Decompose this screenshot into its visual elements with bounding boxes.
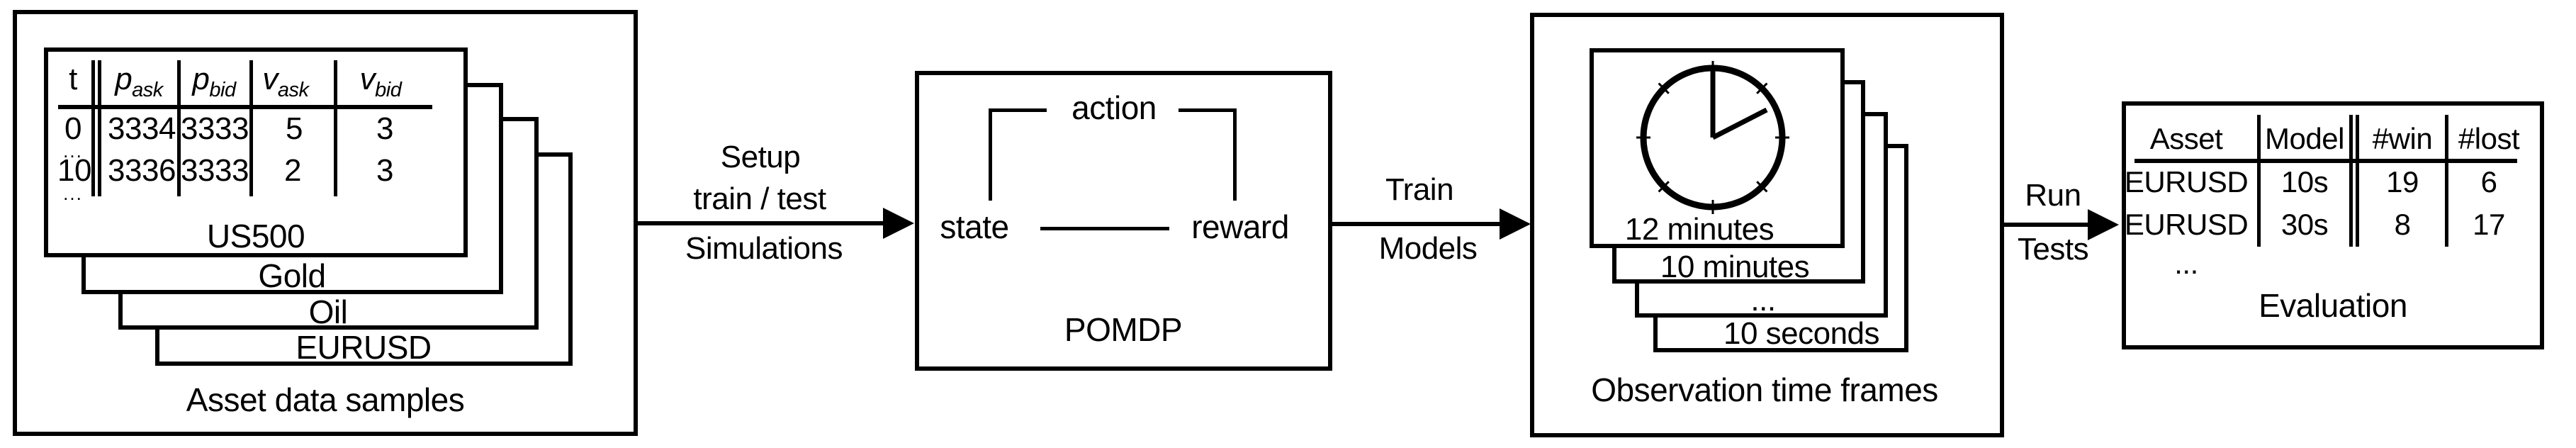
tick-cell: 3 xyxy=(376,111,393,146)
tick-cell: 3334 xyxy=(108,111,176,146)
eval-cell: 6 xyxy=(2480,165,2497,198)
eval-divider-asset xyxy=(2257,115,2261,247)
tick-cell: 2 xyxy=(284,153,301,188)
table-divider-pbid xyxy=(249,60,253,196)
tick-col-pask: pask xyxy=(115,62,163,101)
asset-card-label-oil: Oil xyxy=(308,293,348,330)
asset-box-label: Asset data samples xyxy=(186,381,465,418)
eval-divider-win xyxy=(2445,115,2448,247)
tick-cell: 0 xyxy=(64,111,81,146)
tick-cell: 10 xyxy=(57,153,91,188)
evaluation-box xyxy=(2122,101,2544,349)
arrow2-line xyxy=(1332,222,1501,226)
clock-icon xyxy=(1636,61,1789,214)
arrow2-label-models: Models xyxy=(1378,231,1478,266)
table-divider-pask xyxy=(177,60,181,196)
tick-row-ellipsis: ... xyxy=(63,183,83,204)
timeframe-label-10min: 10 minutes xyxy=(1660,250,1810,284)
asset-card-label-gold: Gold xyxy=(258,257,326,294)
arrow1-label-setup: Setup xyxy=(720,140,801,174)
table-divider-double-a xyxy=(91,60,95,196)
arrow3-label-tests: Tests xyxy=(2017,232,2089,267)
evaluation-box-label: Evaluation xyxy=(2259,287,2407,324)
timeframe-label-ellipsis: ... xyxy=(1750,283,1776,318)
timeframe-label-12min: 12 minutes xyxy=(1624,212,1774,247)
pomdp-bracket-left-h xyxy=(989,108,1047,112)
eval-cell: 8 xyxy=(2394,208,2411,241)
arrow2-head-icon xyxy=(1500,208,1531,240)
tick-cell: 3333 xyxy=(181,111,249,146)
eval-cell: 10s xyxy=(2280,165,2329,198)
tick-cell: 3 xyxy=(376,153,393,188)
table-divider-double-b xyxy=(98,60,101,196)
eval-cell: 17 xyxy=(2473,208,2505,241)
tick-col-pbid: pbid xyxy=(192,62,236,101)
arrow1-line xyxy=(638,221,884,225)
arrow1-label-train-test: train / test xyxy=(693,181,826,216)
eval-col-model: Model xyxy=(2265,122,2344,155)
asset-card-label-eurusd: EURUSD xyxy=(296,329,432,366)
timeframe-card-12min xyxy=(1590,48,1845,248)
pomdp-state-reward-line xyxy=(1040,227,1169,230)
timeframe-label-10s: 10 seconds xyxy=(1723,316,1880,351)
table-header-rule xyxy=(58,105,432,109)
eval-cell: 19 xyxy=(2386,165,2419,198)
pomdp-state-label: state xyxy=(940,208,1009,245)
eval-cell: EURUSD xyxy=(2124,165,2249,198)
tick-row-ellipsis: ... xyxy=(63,140,83,162)
tick-cell: 3336 xyxy=(108,153,176,188)
pomdp-reward-label: reward xyxy=(1191,208,1289,245)
pomdp-box xyxy=(915,71,1332,371)
pomdp-action-label: action xyxy=(1072,89,1157,126)
eval-divider-double-a xyxy=(2349,115,2353,247)
tick-col-vask: vask xyxy=(262,62,309,101)
pomdp-box-label: POMDP xyxy=(1064,311,1183,348)
tick-col-t: t xyxy=(69,62,77,96)
pomdp-bracket-left-v xyxy=(989,108,992,201)
tick-cell: 5 xyxy=(286,111,303,146)
observation-box-label: Observation time frames xyxy=(1591,371,1938,408)
pomdp-bracket-right-h xyxy=(1179,108,1237,112)
table-divider-vask xyxy=(334,60,337,196)
arrow3-head-icon xyxy=(2088,209,2119,240)
arrow3-line xyxy=(2004,223,2089,227)
arrow2-label-train: Train xyxy=(1385,172,1454,207)
eval-cell: EURUSD xyxy=(2124,208,2249,241)
eval-row-ellipsis: ... xyxy=(2174,247,2198,280)
pomdp-bracket-right-v xyxy=(1233,108,1237,201)
asset-card-us500 xyxy=(44,47,468,257)
tick-cell: 3333 xyxy=(181,153,249,188)
arrow1-head-icon xyxy=(883,208,914,239)
eval-col-win: #win xyxy=(2372,122,2433,155)
eval-header-rule xyxy=(2135,159,2517,163)
asset-card-label-us500: US500 xyxy=(206,218,305,254)
eval-cell: 30s xyxy=(2280,208,2329,241)
arrow3-label-run: Run xyxy=(2025,178,2081,213)
tick-col-vbid: vbid xyxy=(359,62,402,101)
eval-col-asset: Asset xyxy=(2149,122,2223,155)
arrow1-label-simulations: Simulations xyxy=(685,231,843,266)
eval-col-lost: #lost xyxy=(2458,122,2520,155)
eval-divider-double-b xyxy=(2356,115,2359,247)
